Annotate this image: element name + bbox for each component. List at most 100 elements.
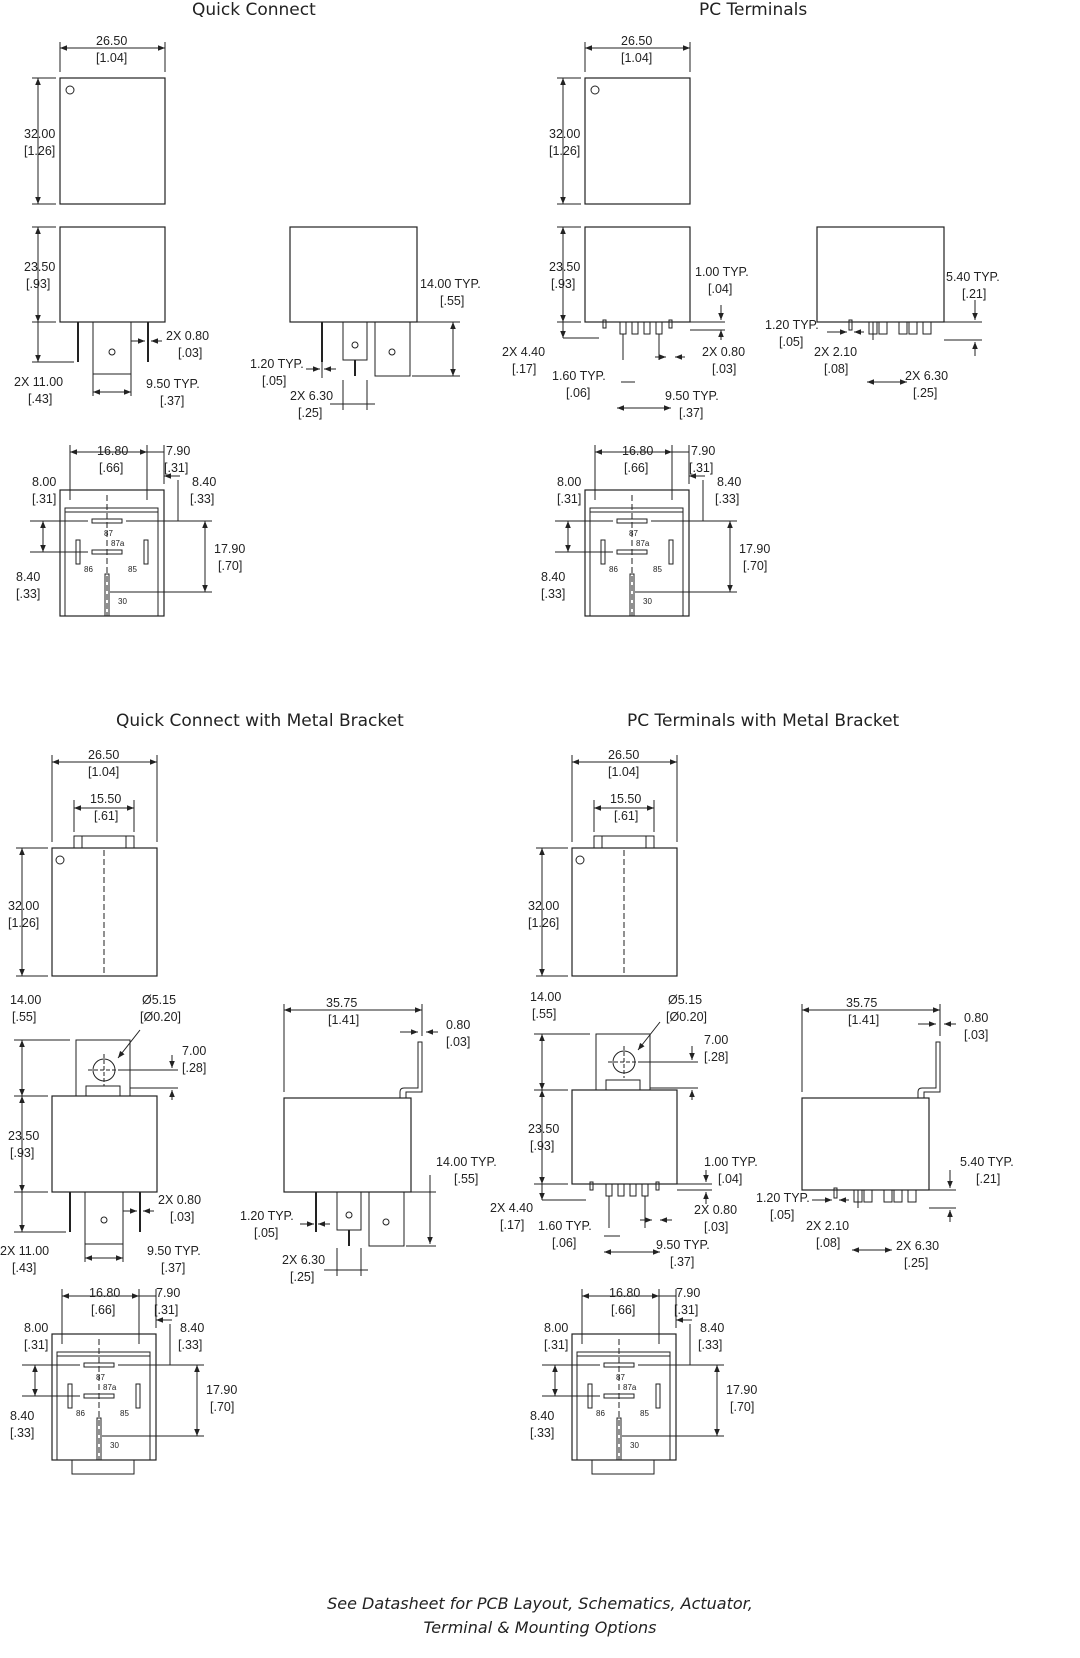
dim-label: 9.50 TYP. xyxy=(147,1244,201,1258)
dim-label: [.70] xyxy=(743,559,767,573)
dim-label: 8.40 xyxy=(16,570,40,584)
title-quick-connect: Quick Connect xyxy=(192,0,316,20)
dim-label: 8.40 xyxy=(541,570,565,584)
dim-label: [.03] xyxy=(178,346,202,360)
dim-label: [.93] xyxy=(551,277,575,291)
dim-label: [.03] xyxy=(964,1028,988,1042)
dim-label: 14.00 TYP. xyxy=(420,277,481,291)
dim-label: 32.00 xyxy=(24,127,55,141)
dim-label: 14.00 TYP. xyxy=(436,1155,497,1169)
dim-label: 1.20 TYP. xyxy=(756,1191,810,1205)
dim-label: 2X 4.40 xyxy=(502,345,545,359)
dim-label: [.55] xyxy=(532,1007,556,1021)
pin-label: 30 xyxy=(630,1441,639,1450)
dim-label: [.25] xyxy=(913,386,937,400)
dim-label: [.31] xyxy=(24,1338,48,1352)
pin-label: 86 xyxy=(596,1409,605,1418)
pin-label: 30 xyxy=(110,1441,119,1450)
dim-label: [1.04] xyxy=(608,765,639,779)
dim-label: 7.90 xyxy=(676,1286,700,1300)
dim-label: [.31] xyxy=(674,1303,698,1317)
dim-label: 15.50 xyxy=(90,792,121,806)
pin-label: 87 xyxy=(629,529,638,538)
dim-label: [.70] xyxy=(218,559,242,573)
pin-label: 87a xyxy=(623,1383,637,1392)
dim-label: [.93] xyxy=(10,1146,34,1160)
pin-label: 87a xyxy=(636,539,650,548)
dim-label: 23.50 xyxy=(528,1122,559,1136)
pin-label: 30 xyxy=(643,597,652,606)
dim-label: 17.90 xyxy=(214,542,245,556)
dim-label: 2X 2.10 xyxy=(806,1219,849,1233)
dim-label: 8.00 xyxy=(544,1321,568,1335)
dim-label: 17.90 xyxy=(726,1383,757,1397)
dim-label: 1.60 TYP. xyxy=(538,1219,592,1233)
dim-label: [.33] xyxy=(10,1426,34,1440)
dim-label: [.93] xyxy=(26,277,50,291)
footer-note: See Datasheet for PCB Layout, Schematics… xyxy=(0,1592,1080,1640)
pcb-side-view-2 xyxy=(801,1004,956,1253)
dim-label: [.04] xyxy=(708,282,732,296)
dim-label: 15.50 xyxy=(610,792,641,806)
qc-top-view xyxy=(32,42,165,204)
dim-label: 7.90 xyxy=(691,444,715,458)
pin-label: 87a xyxy=(103,1383,117,1392)
dim-label: 2X 0.80 xyxy=(166,329,209,343)
dim-label: 26.50 xyxy=(96,34,127,48)
dim-label: [.03] xyxy=(446,1035,470,1049)
dim-label: [1.26] xyxy=(549,144,580,158)
dim-label: [1.41] xyxy=(328,1013,359,1027)
dim-label: 26.50 xyxy=(608,748,639,762)
pin-label: 85 xyxy=(653,565,662,574)
dim-label: [.66] xyxy=(99,461,123,475)
dim-label: [.33] xyxy=(541,587,565,601)
dim-label: 7.90 xyxy=(166,444,190,458)
dim-label: 23.50 xyxy=(549,260,580,274)
dim-label: 16.80 xyxy=(609,1286,640,1300)
dim-label: 1.20 TYP. xyxy=(240,1209,294,1223)
dim-label: 17.90 xyxy=(206,1383,237,1397)
dim-label: 2X 0.80 xyxy=(702,345,745,359)
dim-label: [.17] xyxy=(500,1218,524,1232)
dim-label: [.66] xyxy=(91,1303,115,1317)
footer-line-1: See Datasheet for PCB Layout, Schematics… xyxy=(327,1594,753,1613)
dim-label: 1.20 TYP. xyxy=(250,357,304,371)
dim-label: 2X 6.30 xyxy=(282,1253,325,1267)
dim-label: [.06] xyxy=(552,1236,576,1250)
dim-label: [.33] xyxy=(16,587,40,601)
qc-side-view-2 xyxy=(290,227,460,410)
dim-label: 9.50 TYP. xyxy=(656,1238,710,1252)
dim-label: [.33] xyxy=(530,1426,554,1440)
dim-label: [.31] xyxy=(164,461,188,475)
title-pc-terminals-bracket: PC Terminals with Metal Bracket xyxy=(627,711,900,731)
dim-label: [.31] xyxy=(544,1338,568,1352)
dim-label: 2X 11.00 xyxy=(14,375,63,389)
dim-label: Ø5.15 xyxy=(142,993,176,1007)
dim-label: [.03] xyxy=(704,1220,728,1234)
pc-top-view xyxy=(557,42,690,204)
dimension-labels: 26.50 [1.04] 32.00 [1.26] 23.50 [.93] 2X… xyxy=(0,34,1014,1440)
dim-label: [.28] xyxy=(182,1061,206,1075)
pin-label: 87 xyxy=(104,529,113,538)
dim-label: [1.26] xyxy=(528,916,559,930)
dim-label: [.21] xyxy=(962,287,986,301)
dim-label: [.70] xyxy=(210,1400,234,1414)
dim-label: [1.26] xyxy=(8,916,39,930)
dim-label: [.33] xyxy=(190,492,214,506)
footer-line-2: Terminal & Mounting Options xyxy=(423,1618,657,1637)
dim-label: 8.40 xyxy=(180,1321,204,1335)
dim-label: 8.40 xyxy=(717,475,741,489)
pcb-footprint xyxy=(542,1289,724,1475)
dim-label: [.55] xyxy=(12,1010,36,1024)
qcb-footprint xyxy=(22,1289,204,1475)
qc-side-view xyxy=(32,227,165,396)
dim-label: [.25] xyxy=(904,1256,928,1270)
dim-label: 2X 4.40 xyxy=(490,1201,533,1215)
dim-label: [.37] xyxy=(670,1255,694,1269)
dim-label: [.43] xyxy=(28,392,52,406)
dim-label: [.31] xyxy=(154,1303,178,1317)
dim-label: 7.90 xyxy=(156,1286,180,1300)
dim-label: 8.00 xyxy=(557,475,581,489)
pin-label: 86 xyxy=(76,1409,85,1418)
dim-label: 16.80 xyxy=(89,1286,120,1300)
